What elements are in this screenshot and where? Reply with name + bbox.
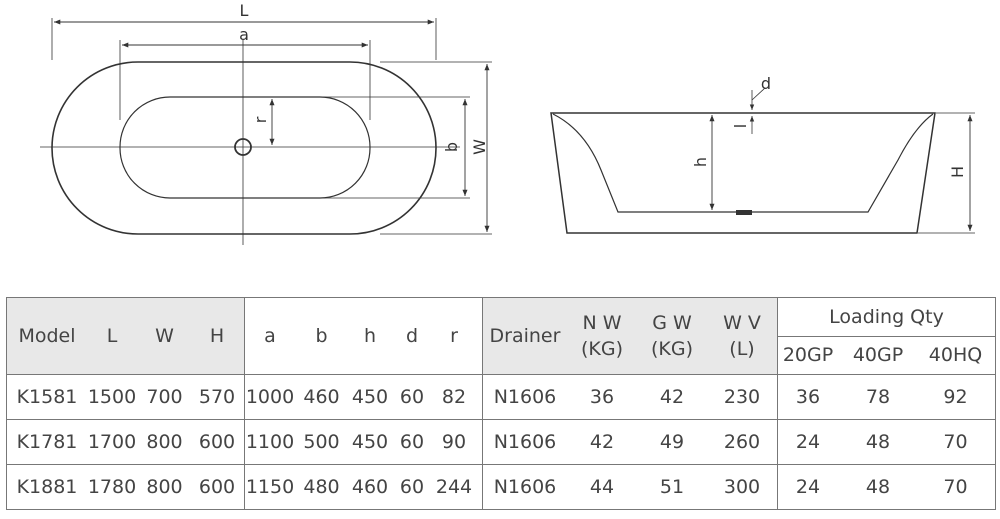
dim-line-d [751, 87, 766, 101]
label-L: L [240, 1, 249, 20]
side-view [550, 87, 975, 234]
cell-h: 450 [351, 386, 389, 408]
cell-W: 800 [146, 431, 183, 453]
label-H: H [948, 166, 967, 178]
header-dims-group: Model L W H [6, 297, 245, 375]
header-wv: W V (L) [707, 310, 777, 362]
cell-40hq: 70 [943, 431, 968, 453]
header-gw-line1: G W [652, 312, 692, 334]
label-h: h [691, 157, 710, 167]
cell-gw: 49 [659, 431, 685, 453]
cell-L: 1700 [87, 431, 137, 453]
cell-40gp: 48 [865, 476, 891, 498]
cell-b: 500 [303, 431, 340, 453]
table-row: K1581 1500 700 570 1000 460 450 60 82 N1… [6, 374, 996, 420]
cell-20gp: 36 [795, 386, 821, 408]
cell-H: 600 [198, 476, 236, 498]
tub-outer-rim [51, 61, 437, 235]
cell-W: 700 [146, 386, 183, 408]
cell-d: 60 [399, 476, 425, 498]
cell-d: 60 [399, 431, 425, 453]
cell-gw: 42 [659, 386, 685, 408]
cell-r: 82 [441, 386, 467, 408]
technical-drawing: L a r b W h d l H [40, 1, 975, 245]
header-20gp: 20GP [782, 344, 834, 367]
cell-gw: 51 [659, 476, 685, 498]
cell-h: 460 [351, 476, 389, 498]
header-W: W [155, 325, 174, 347]
header-a: a [264, 325, 276, 347]
cell-model: K1781 [16, 431, 78, 453]
cell-wv: 260 [723, 431, 761, 453]
label-r: r [251, 116, 270, 123]
cell-b: 460 [303, 386, 340, 408]
cell-L: 1500 [87, 386, 137, 408]
side-drain [736, 210, 752, 215]
table-row: K1881 1780 800 600 1150 480 460 60 244 N… [6, 464, 996, 510]
cell-drainer: N1606 [493, 431, 557, 453]
header-loading-sub: 20GP 40GP 40HQ [777, 335, 996, 375]
header-r: r [450, 325, 458, 347]
cell-r: 90 [441, 431, 467, 453]
header-wv-line2: (L) [729, 338, 755, 360]
table-row: K1781 1700 800 600 1100 500 450 60 90 N1… [6, 419, 996, 465]
cell-wv: 230 [723, 386, 761, 408]
header-wv-line1: W V [723, 312, 761, 334]
cell-r: 244 [435, 476, 473, 498]
header-row: Model L W H a b h d r Drainer N W (KG) [6, 297, 996, 375]
cell-drainer: N1606 [493, 386, 557, 408]
header-40gp: 40GP [852, 344, 904, 367]
header-nw-line1: N W [582, 312, 622, 334]
header-40hq: 40HQ [928, 344, 983, 367]
cell-a: 1100 [245, 431, 295, 453]
header-h: h [363, 325, 377, 347]
header-gw-line2: (KG) [650, 338, 693, 360]
header-weight-group: Drainer N W (KG) G W (KG) W V (L) [482, 297, 778, 375]
label-W: W [470, 139, 489, 155]
cell-40gp: 48 [865, 431, 891, 453]
tub-outer-profile [550, 112, 936, 234]
cell-wv: 300 [723, 476, 761, 498]
cell-H: 570 [198, 386, 236, 408]
cell-W: 800 [146, 476, 183, 498]
header-model: Model [18, 325, 76, 347]
header-d: d [405, 325, 419, 347]
header-detail-group: a b h d r [244, 297, 483, 375]
tub-inner-profile [552, 113, 934, 213]
cell-nw: 36 [589, 386, 615, 408]
spec-table: Model L W H a b h d r Drainer N W (KG) [6, 297, 996, 510]
header-H: H [209, 325, 225, 347]
header-row-2: 20GP 40GP 40HQ [7, 335, 996, 375]
label-d: d [761, 74, 771, 93]
cell-40gp: 78 [865, 386, 891, 408]
tub-inner-basin [119, 96, 371, 199]
cell-20gp: 24 [795, 431, 821, 453]
cell-drainer: N1606 [493, 476, 557, 498]
header-gw: G W (KG) [637, 310, 707, 362]
header-loading-qty: Loading Qty [777, 297, 996, 337]
cell-H: 600 [198, 431, 236, 453]
cell-20gp: 24 [795, 476, 821, 498]
label-l: l [731, 124, 750, 128]
header-nw-line2: (KG) [580, 338, 623, 360]
cell-40hq: 92 [943, 386, 968, 408]
cell-nw: 44 [589, 476, 615, 498]
header-drainer: Drainer [489, 325, 561, 347]
header-nw: N W (KG) [567, 310, 637, 362]
header-b: b [315, 325, 328, 347]
cell-a: 1150 [245, 476, 295, 498]
cell-d: 60 [399, 386, 425, 408]
cell-h: 450 [351, 431, 389, 453]
cell-40hq: 70 [943, 476, 968, 498]
cell-L: 1780 [87, 476, 137, 498]
label-b: b [442, 142, 461, 152]
cell-nw: 42 [589, 431, 615, 453]
cell-model: K1581 [16, 386, 78, 408]
label-a: a [239, 25, 249, 44]
cell-model: K1881 [16, 476, 78, 498]
top-view [40, 18, 492, 245]
header-L: L [106, 325, 118, 347]
cell-b: 480 [303, 476, 340, 498]
cell-a: 1000 [245, 386, 295, 408]
